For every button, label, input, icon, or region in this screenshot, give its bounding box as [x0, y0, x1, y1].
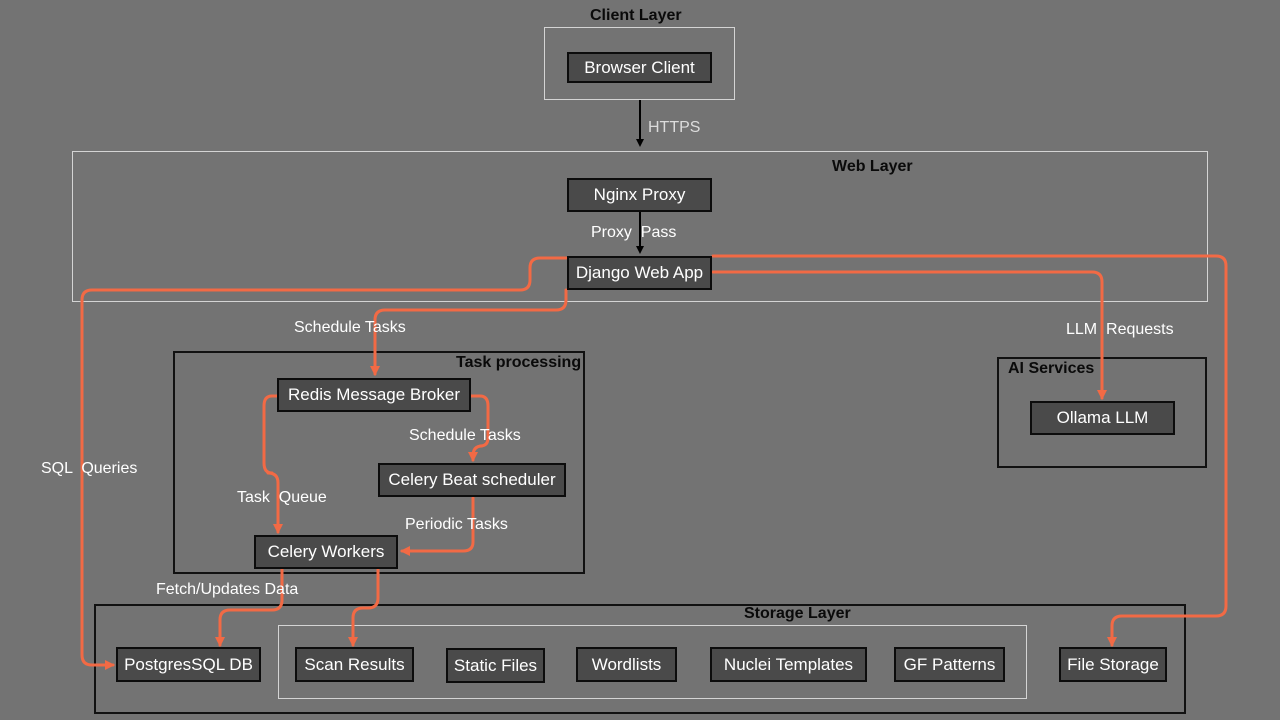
celery-workers-node: Celery Workers	[254, 535, 398, 569]
scan-results-node: Scan Results	[295, 647, 414, 682]
label-sql-queries: SQL Queries	[41, 460, 138, 477]
browser-client-node: Browser Client	[567, 52, 712, 83]
label-schedule-tasks-inner: Schedule Tasks	[409, 427, 521, 444]
gf-patterns-node: GF Patterns	[894, 647, 1005, 682]
label-periodic-tasks: Periodic Tasks	[405, 516, 508, 533]
ai-services-title: AI Services	[1008, 360, 1095, 377]
nuclei-templates-node: Nuclei Templates	[710, 647, 867, 682]
wordlists-node: Wordlists	[576, 647, 677, 682]
label-https: HTTPS	[648, 119, 701, 136]
task-processing-title: Task processing	[456, 354, 582, 371]
redis-message-broker-node: Redis Message Broker	[277, 378, 471, 412]
postgres-db-node: PostgresSQL DB	[116, 647, 261, 682]
nginx-proxy-node: Nginx Proxy	[567, 178, 712, 212]
label-proxy-pass: Proxy Pass	[591, 224, 677, 241]
static-files-node: Static Files	[446, 648, 545, 683]
celery-beat-scheduler-node: Celery Beat scheduler	[378, 463, 566, 497]
client-layer-title: Client Layer	[590, 7, 682, 24]
web-layer-title: Web Layer	[832, 158, 913, 175]
ollama-llm-node: Ollama LLM	[1030, 401, 1175, 435]
label-fetch-updates-data: Fetch/Updates Data	[156, 581, 299, 598]
label-schedule-tasks-top: Schedule Tasks	[294, 319, 406, 336]
web-layer-group	[72, 151, 1208, 302]
django-web-app-node: Django Web App	[567, 256, 712, 290]
label-task-queue: Task Queue	[237, 489, 327, 506]
client-layer-group	[544, 27, 735, 100]
storage-layer-title: Storage Layer	[744, 605, 851, 622]
label-llm-requests: LLM Requests	[1066, 321, 1174, 338]
file-storage-node: File Storage	[1059, 647, 1167, 682]
